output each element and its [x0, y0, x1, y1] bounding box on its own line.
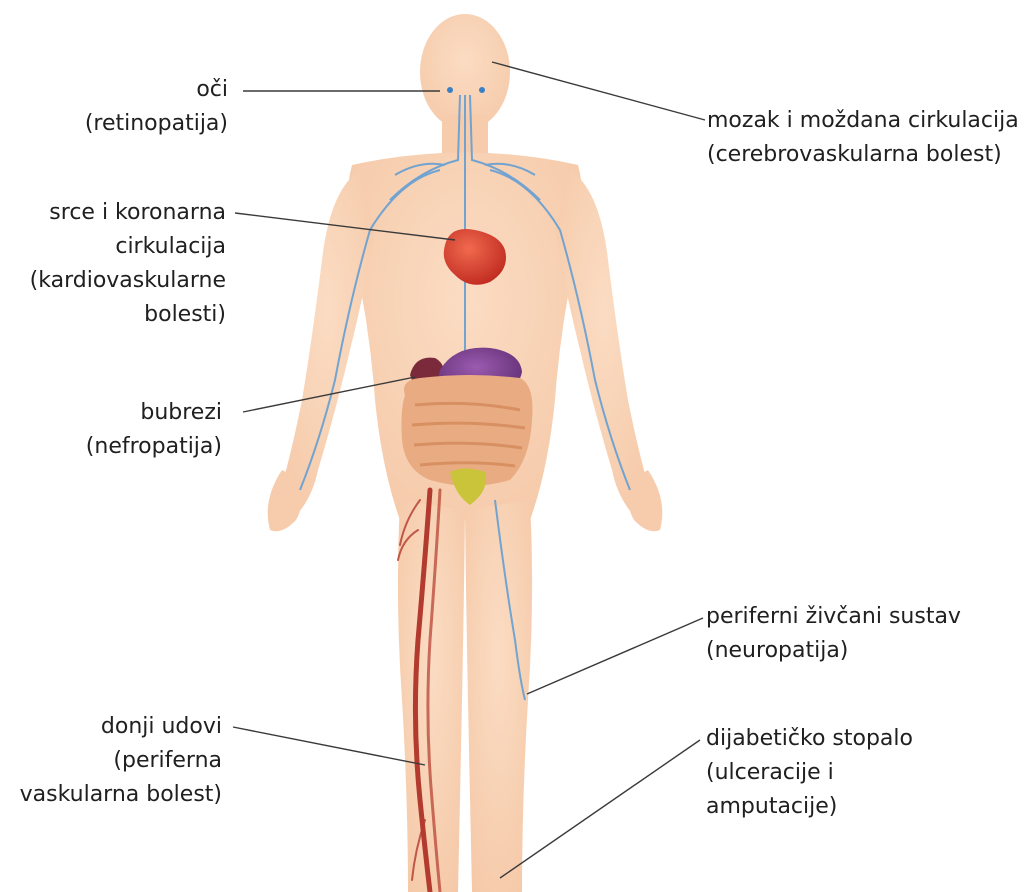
label-legs-line1: donji udovi: [20, 710, 222, 744]
label-brain-line2: (cerebrovaskularna bolest): [707, 138, 1019, 172]
leader-foot: [500, 740, 700, 878]
label-kidneys-line2: (nefropatija): [86, 430, 222, 464]
label-eyes-line2: (retinopatija): [85, 107, 228, 141]
label-heart-line2: cirkulacija: [30, 230, 226, 264]
label-legs-line2: (periferna: [20, 744, 222, 778]
label-kidneys: bubrezi (nefropatija): [86, 396, 222, 464]
label-heart-line1: srce i koronarna: [30, 196, 226, 230]
label-brain: mozak i moždana cirkulacija (cerebrovask…: [707, 104, 1019, 172]
label-eyes: oči (retinopatija): [85, 73, 228, 141]
label-brain-line1: mozak i moždana cirkulacija: [707, 104, 1019, 138]
label-foot: dijabetičko stopalo (ulceracije i amputa…: [706, 722, 913, 824]
label-legs-line3: vaskularna bolest): [20, 778, 222, 812]
leader-brain: [492, 62, 705, 120]
label-nerves-line2: (neuropatija): [706, 634, 961, 668]
label-nerves: periferni živčani sustav (neuropatija): [706, 600, 961, 668]
leader-nerves: [527, 618, 703, 694]
leader-legs: [233, 727, 425, 765]
label-heart-line3: (kardiovaskularne: [30, 264, 226, 298]
label-eyes-line1: oči: [85, 73, 228, 107]
label-heart-line4: bolesti): [30, 298, 226, 332]
right-eye-icon: [479, 87, 485, 93]
label-foot-line1: dijabetičko stopalo: [706, 722, 913, 756]
label-kidneys-line1: bubrezi: [86, 396, 222, 430]
label-foot-line3: amputacije): [706, 790, 913, 824]
label-foot-line2: (ulceracije i: [706, 756, 913, 790]
label-heart: srce i koronarna cirkulacija (kardiovask…: [30, 196, 226, 332]
label-legs: donji udovi (periferna vaskularna bolest…: [20, 710, 222, 812]
left-eye-icon: [447, 87, 453, 93]
label-nerves-line1: periferni živčani sustav: [706, 600, 961, 634]
